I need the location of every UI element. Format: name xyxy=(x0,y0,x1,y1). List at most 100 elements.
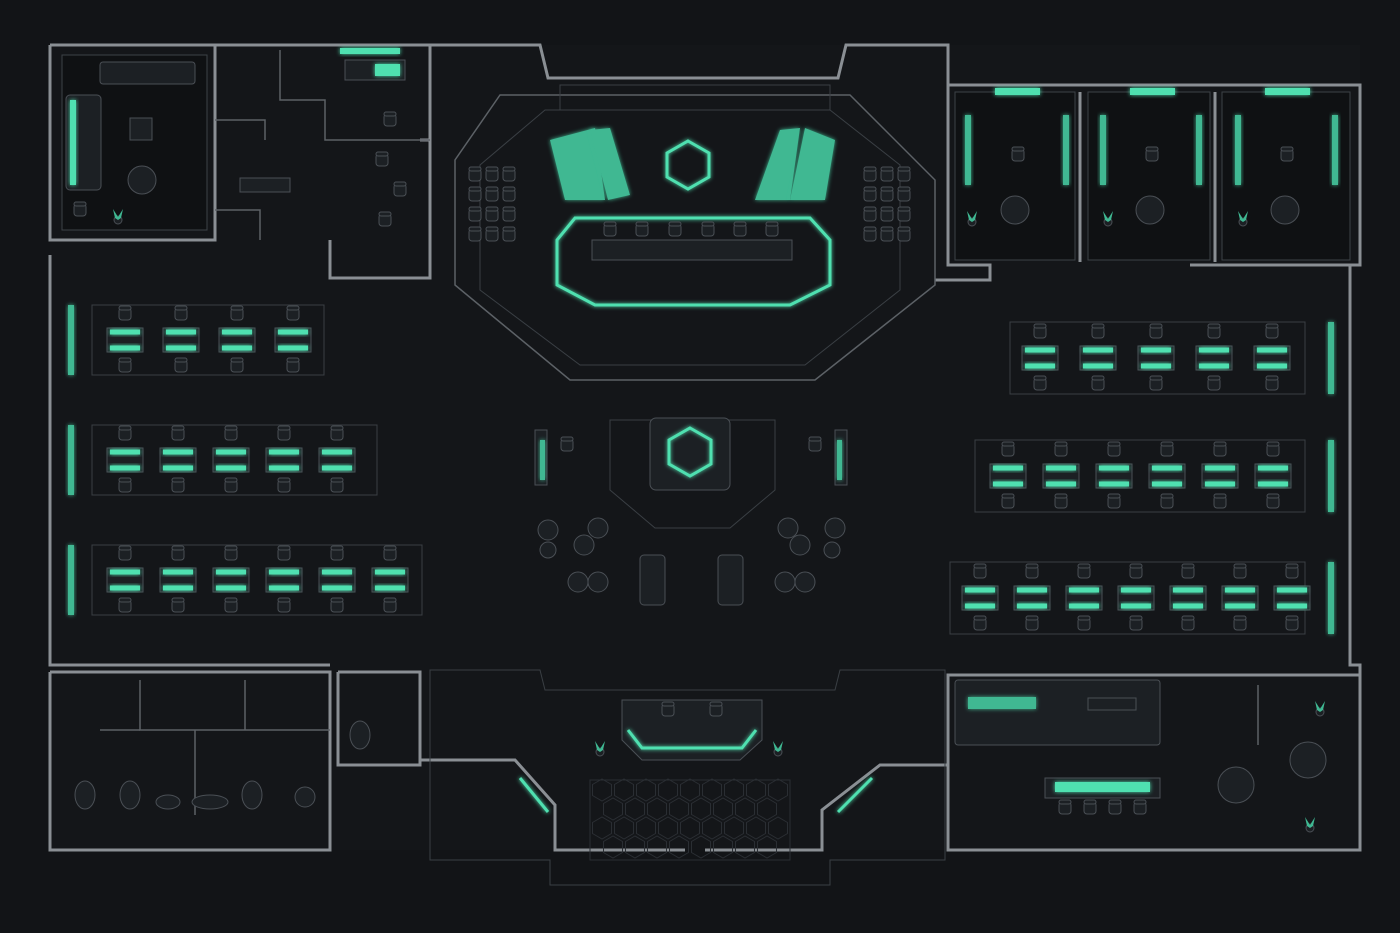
hex-floor-tile xyxy=(603,835,623,859)
desk-pod xyxy=(162,305,200,373)
desk-pod xyxy=(274,305,312,373)
chair-icon xyxy=(1107,441,1121,457)
desk-pod xyxy=(212,545,250,613)
chair-icon xyxy=(1160,493,1174,509)
chair-icon xyxy=(1077,615,1091,631)
toilet-icon xyxy=(74,780,96,810)
hex-floor-tile xyxy=(713,797,733,821)
chair-icon xyxy=(118,305,132,321)
chair-icon xyxy=(224,477,238,493)
chair-icon xyxy=(1091,323,1105,339)
chair-icon xyxy=(1160,441,1174,457)
chair-icon xyxy=(230,357,244,373)
hex-floor-tile xyxy=(713,835,733,859)
desk-pod xyxy=(212,425,250,493)
chair-icon xyxy=(1107,493,1121,509)
hex-floor-tile xyxy=(724,778,744,802)
desk-pod xyxy=(1117,563,1155,631)
desk-pod xyxy=(371,545,409,613)
chair-icon xyxy=(1149,323,1163,339)
lounge-room xyxy=(61,54,208,231)
chair-icon xyxy=(286,305,300,321)
hex-floor-tile xyxy=(691,835,711,859)
hex-floor-tile xyxy=(768,816,788,840)
hex-floor-tile xyxy=(735,797,755,821)
chair-icon xyxy=(1181,615,1195,631)
hex-floor-tile xyxy=(625,797,645,821)
desk-pod xyxy=(318,425,356,493)
hex-floor-tile xyxy=(603,797,623,821)
chair-icon xyxy=(383,597,397,613)
chair-icon xyxy=(1233,615,1247,631)
chair-icon xyxy=(1054,441,1068,457)
chair-icon xyxy=(118,597,132,613)
desk-pod xyxy=(1201,441,1239,509)
desk-clusters-right xyxy=(949,321,1334,635)
desk-pod xyxy=(1042,441,1080,509)
hex-floor-tile xyxy=(647,797,667,821)
chair-icon xyxy=(174,357,188,373)
chair-icon xyxy=(1285,563,1299,579)
outer-walls xyxy=(48,43,1362,852)
hex-floor-tile xyxy=(636,816,656,840)
chair-icon xyxy=(1025,563,1039,579)
desk-pod xyxy=(1195,323,1233,391)
desk-pod xyxy=(1273,563,1311,631)
chair-icon xyxy=(1181,563,1195,579)
chair-icon xyxy=(224,545,238,561)
chair-icon xyxy=(1091,375,1105,391)
desk-pod xyxy=(106,305,144,373)
hex-floor-tile xyxy=(658,816,678,840)
hex-floor-tile xyxy=(746,778,766,802)
hex-floor-tile xyxy=(680,816,700,840)
chair-icon xyxy=(171,545,185,561)
round-table-icon xyxy=(127,165,157,195)
hex-floor-tile xyxy=(757,797,777,821)
chair-icon xyxy=(1265,375,1279,391)
hex-floor-tile xyxy=(614,816,634,840)
desk-pod xyxy=(1013,563,1051,631)
chair-icon xyxy=(1077,563,1091,579)
chair-icon xyxy=(286,357,300,373)
hex-floor-tile xyxy=(636,778,656,802)
hex-floor-tile xyxy=(669,797,689,821)
desk-pod xyxy=(318,545,356,613)
desk-pod xyxy=(989,441,1027,509)
central-lobby xyxy=(534,417,848,606)
chair-icon xyxy=(330,545,344,561)
chair-icon xyxy=(174,305,188,321)
kitchen-cafe xyxy=(954,679,1330,833)
chair-icon xyxy=(1129,563,1143,579)
desk-clusters-left xyxy=(68,304,423,616)
chair-icon xyxy=(1025,615,1039,631)
hex-floor-tile xyxy=(691,797,711,821)
main-stage xyxy=(454,84,936,381)
desk-pod xyxy=(159,545,197,613)
restrooms xyxy=(74,680,371,815)
chair-icon xyxy=(277,545,291,561)
chair-icon xyxy=(1033,323,1047,339)
chair-icon xyxy=(73,201,87,217)
chair-icon xyxy=(171,477,185,493)
chair-icon xyxy=(1233,563,1247,579)
chair-icon xyxy=(330,597,344,613)
chair-icon xyxy=(1266,441,1280,457)
desk-pod xyxy=(106,425,144,493)
hex-floor-tile xyxy=(647,835,667,859)
chair-icon xyxy=(118,425,132,441)
hex-floor-tile xyxy=(724,816,744,840)
chair-icon xyxy=(171,597,185,613)
chair-icon xyxy=(277,425,291,441)
hex-floor-tile xyxy=(680,778,700,802)
desk-pod xyxy=(1148,441,1186,509)
desk-pod xyxy=(1253,323,1291,391)
chair-icon xyxy=(1213,441,1227,457)
hex-floor-tile xyxy=(658,778,678,802)
desk-pod xyxy=(1221,563,1259,631)
chair-icon xyxy=(277,477,291,493)
hex-floor-tile xyxy=(614,778,634,802)
desk-pod xyxy=(265,545,303,613)
desk-pod xyxy=(1021,323,1059,391)
desk-pod xyxy=(265,425,303,493)
chair-icon xyxy=(1207,323,1221,339)
